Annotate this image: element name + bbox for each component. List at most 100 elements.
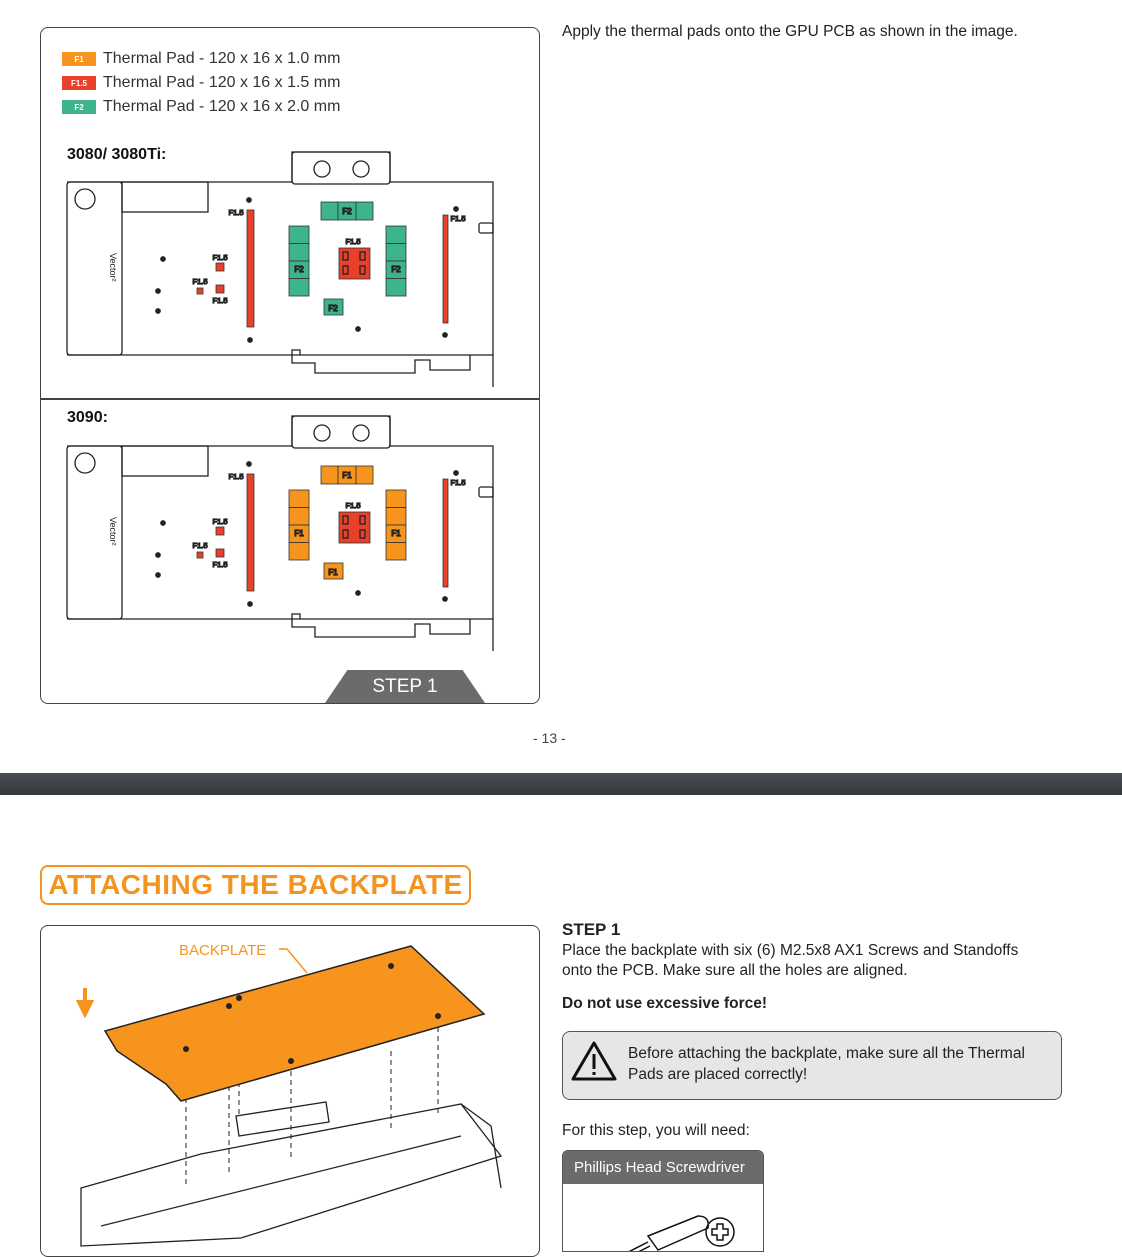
memory-thermal-pad <box>288 278 310 297</box>
backplate-label: BACKPLATE <box>179 942 266 959</box>
memory-thermal-pad <box>323 298 344 316</box>
board-outline <box>67 415 494 651</box>
screw-hole <box>155 288 161 294</box>
inductor <box>342 529 349 539</box>
screw-hole <box>155 308 161 314</box>
model-title-3090: 3090: <box>67 409 108 426</box>
step-tab: STEP 1 <box>325 670 485 703</box>
io-bracket <box>66 445 123 620</box>
model-title-3080: 3080/ 3080Ti: <box>67 146 167 163</box>
memory-thermal-pad <box>385 225 407 244</box>
down-arrow-icon <box>75 988 95 1019</box>
pad-label: F1.5 <box>192 277 207 286</box>
pad-label: F1 <box>328 568 338 577</box>
memory-thermal-pad <box>288 225 310 244</box>
io-bracket <box>66 181 123 356</box>
screw-hole <box>246 461 252 467</box>
memory-thermal-pad <box>385 507 407 526</box>
screw-hole <box>247 337 253 343</box>
vrm-thermal-pad <box>442 214 449 324</box>
vrm-thermal-pad <box>246 209 255 328</box>
memory-thermal-pad <box>288 507 310 526</box>
memory-thermal-pad <box>288 542 310 561</box>
backplate-holes <box>183 963 441 1064</box>
step-text-line2: onto the PCB. Make sure all the holes ar… <box>562 962 908 979</box>
vrm-thermal-pad <box>215 284 225 294</box>
inductor <box>359 515 366 525</box>
pad-label: F1 <box>342 471 352 480</box>
screw-hole <box>160 520 166 526</box>
inductor <box>342 265 349 275</box>
screw-hole <box>355 590 361 596</box>
step-title: STEP 1 <box>562 920 621 939</box>
backplate-plate <box>103 945 486 1102</box>
legend-f2: F2 Thermal Pad - 120 x 16 x 2.0 mm <box>62 98 340 116</box>
vrm-thermal-pad <box>442 478 449 588</box>
pad-label: F1.5 <box>212 517 227 526</box>
board-outline <box>67 151 494 387</box>
backplate-figure-frame: BACKPLATE <box>40 925 540 1257</box>
caution-box: Before attaching the backplate, make sur… <box>562 1031 1062 1100</box>
pad-label: F1.5 <box>228 472 243 481</box>
memory-thermal-pad <box>288 489 310 508</box>
memory-thermal-pad <box>320 465 339 485</box>
step-text-line1: Place the backplate with six (6) M2.5x8 … <box>562 942 1019 959</box>
vrm-thermal-pad <box>196 287 204 295</box>
brand-text: Vector² <box>108 253 118 282</box>
pad-label: F1.5 <box>212 253 227 262</box>
instruction-text: Apply the thermal pads onto the GPU PCB … <box>562 23 1018 40</box>
section-heading: ATTACHING THE BACKPLATE <box>40 865 471 905</box>
page-separator <box>0 773 1122 795</box>
inductor <box>342 251 349 261</box>
inductor <box>359 265 366 275</box>
port-icon <box>313 424 331 442</box>
caution-line2: Pads are placed correctly! <box>628 1066 808 1083</box>
screw-hole <box>160 256 166 262</box>
inductor <box>359 529 366 539</box>
memory-thermal-pad <box>385 278 407 297</box>
pad-label: F1.5 <box>450 214 465 223</box>
inductor <box>359 251 366 261</box>
legend-label: Thermal Pad - 120 x 16 x 1.0 mm <box>103 50 341 67</box>
pad-label: F1.5 <box>192 541 207 550</box>
memory-thermal-pad <box>385 542 407 561</box>
screw-hole <box>155 572 161 578</box>
memory-thermal-pad <box>355 201 374 221</box>
pad-label: F2 <box>391 265 401 274</box>
backplate-illustration: BACKPLATE <box>75 942 503 1247</box>
screw-hole <box>453 470 459 476</box>
pad-label: F1.5 <box>345 501 360 510</box>
memory-thermal-pad <box>323 562 344 580</box>
tool-card: Phillips Head Screwdriver <box>562 1150 764 1252</box>
screw-hole <box>355 326 361 332</box>
pad-label: F1 <box>391 529 401 538</box>
warning-icon <box>571 1041 617 1081</box>
vrm-thermal-pad <box>196 551 204 559</box>
water-block-terminal <box>291 151 391 185</box>
memory-thermal-pad <box>355 465 374 485</box>
legend-label: Thermal Pad - 120 x 16 x 2.0 mm <box>103 98 341 115</box>
water-block-terminal <box>291 415 391 449</box>
pad-label: F1.5 <box>450 478 465 487</box>
inductor <box>342 515 349 525</box>
callout-line <box>279 948 308 974</box>
figure-divider <box>41 398 539 400</box>
pad-label: F2 <box>342 207 352 216</box>
brand-text: Vector² <box>108 517 118 546</box>
legend-label: Thermal Pad - 120 x 16 x 1.5 mm <box>103 74 341 91</box>
pad-label: F2 <box>328 304 338 313</box>
brand-logo-icon <box>74 188 96 210</box>
swatch-f2: F2 <box>62 100 96 114</box>
screw-hole <box>247 601 253 607</box>
memory-thermal-pad <box>320 201 339 221</box>
tools-needed-text: For this step, you will need: <box>562 1122 750 1139</box>
tool-card-title: Phillips Head Screwdriver <box>563 1151 763 1184</box>
pad-label: F1.5 <box>212 296 227 305</box>
screw-hole <box>246 197 252 203</box>
pad-label: F1.5 <box>228 208 243 217</box>
port-icon <box>352 160 370 178</box>
